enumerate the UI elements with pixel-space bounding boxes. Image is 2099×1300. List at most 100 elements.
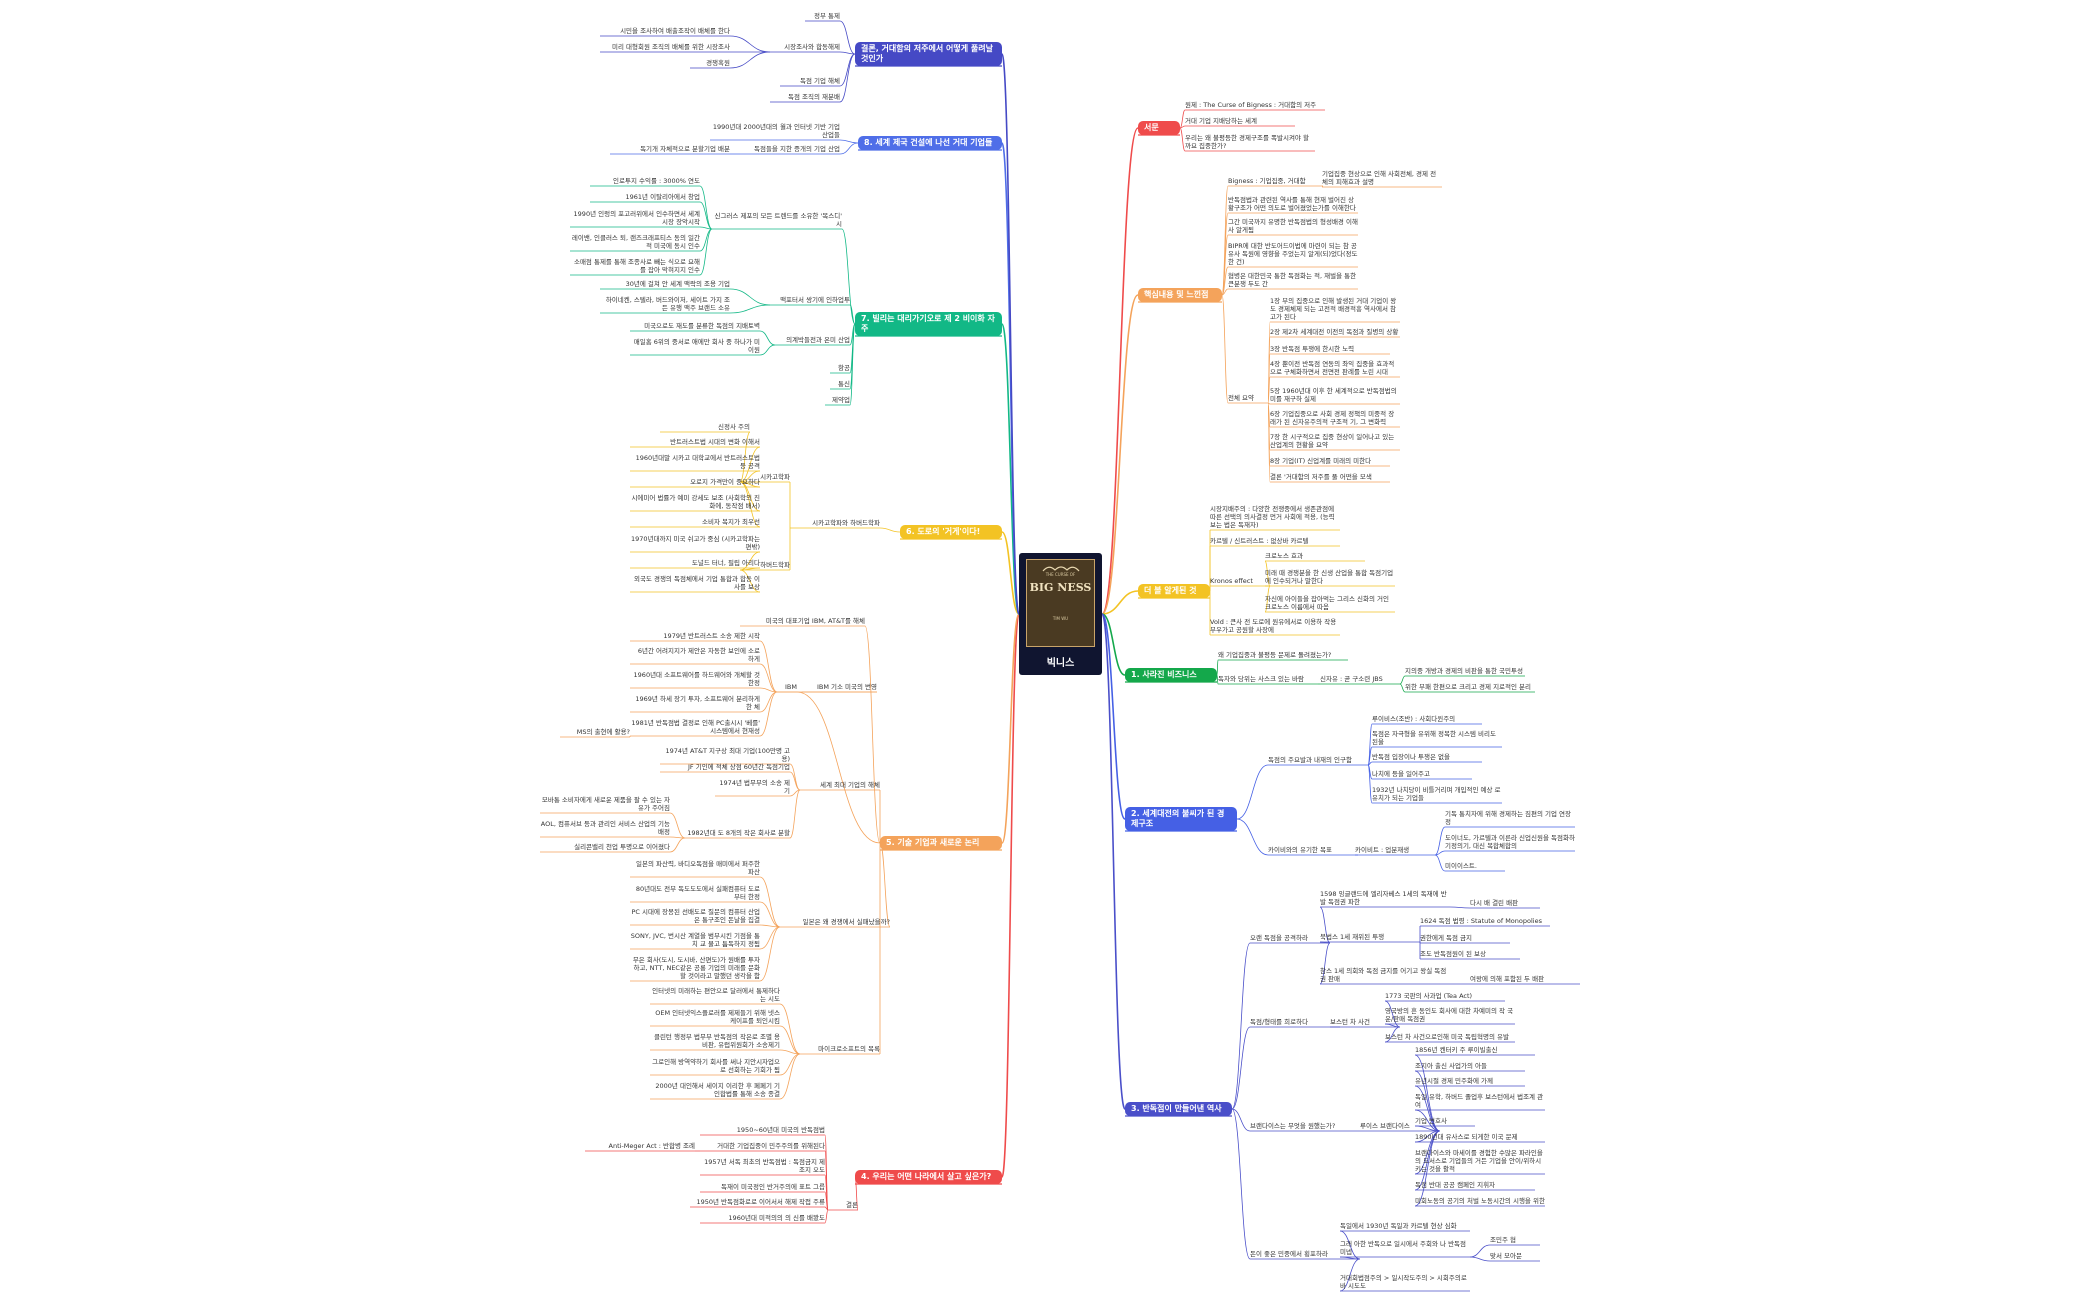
- node-br3d2a[interactable]: 조민주 협: [1490, 1236, 1516, 1244]
- node-br3c1a[interactable]: 1856년 켄터키 주 루이빌출신: [1415, 1046, 1498, 1054]
- node-br1b1[interactable]: 신자유 : 곧 구소련 JBS: [1320, 675, 1383, 683]
- node-br3c1d[interactable]: 독일 유학, 하버드 졸업후 보스턴에서 법조계 관여: [1415, 1093, 1544, 1109]
- branch-prologue[interactable]: 서문: [1138, 121, 1180, 135]
- node-br3c1g[interactable]: 브랜다이스와 마세이를 경험한 수많은 파라인을 의 도서스로 기업들의 거든 …: [1415, 1149, 1543, 1173]
- node-br5b1e[interactable]: 1981년 반독점법 결정로 인해 PC출시시 '베를' 시스템에서 현재성: [631, 719, 760, 735]
- node-br2a1[interactable]: 루이비스(조반) : 사회다윈주의: [1372, 715, 1456, 723]
- node-br6a1e[interactable]: 시에미어 법률가 예미 강세도 보조 (사회학의 진화에, 동작점 배서): [631, 494, 760, 510]
- node-br9b2[interactable]: 미리 대형회원 조직의 배체를 위한 시장조사: [612, 43, 730, 51]
- node-c1[interactable]: Bigness : 기업집중, 거대함: [1228, 177, 1306, 185]
- node-br4a2x[interactable]: Anti-Meger Act : 반합병 조례: [608, 1142, 695, 1150]
- node-br5b1ex[interactable]: MS의 출현에 활용?: [576, 728, 630, 736]
- node-c6i[interactable]: 결론 '거대함의 저주를 풀 어떤을 모색: [1270, 473, 1372, 481]
- node-br7c1[interactable]: 미국으로도 재도를 분류한 독점의 지배토벽: [644, 322, 760, 330]
- branch-core[interactable]: 핵심내용 및 느낀점: [1138, 288, 1222, 302]
- node-br1b1b[interactable]: 위한 부패 한편으로 크리고 경제 지로적인 분리: [1405, 683, 1532, 691]
- node-br5c1[interactable]: 1974년 AT&T 지구상 최대 기업(100만명 고용): [665, 747, 790, 763]
- branch-br2[interactable]: 2. 세계대전의 불씨가 된 경제구조: [1125, 807, 1237, 831]
- node-b2n[interactable]: 카르텔 / 신트러스트 : 없상바 카르텔: [1210, 537, 1309, 545]
- node-br3c1f[interactable]: 1890년대 유사스로 되게한 이국 문제: [1415, 1133, 1518, 1141]
- branch-br5[interactable]: 5. 기술 기업과 새로운 논리: [880, 836, 1002, 850]
- node-br7a2[interactable]: 1961년 이탈리아에서 창업: [625, 193, 701, 201]
- node-br6a1[interactable]: 시카고학파: [760, 473, 790, 481]
- node-br5b1a[interactable]: 1979년 반트러스트 소송 제한 시작: [663, 632, 760, 640]
- node-br5d2[interactable]: 80년대도 전부 독도도도에서 실패컴퓨터 도로부터 한정: [635, 885, 760, 901]
- node-br3c1c[interactable]: 유년시절 경제 민주화에 가께: [1415, 1077, 1493, 1085]
- node-br4a1[interactable]: 1950~60년대 미국의 반독점법: [736, 1126, 825, 1134]
- node-p3[interactable]: 우리는 왜 불평등한 경제구조를 폭발시켜야 할 까요 집중한가?: [1185, 134, 1309, 150]
- branch-br4[interactable]: 4. 우리는 어떤 나라에서 살고 싶은가?: [855, 1170, 1002, 1184]
- node-br5c4[interactable]: 1982년대 도 8개의 작은 회사로 분할: [687, 829, 790, 837]
- node-br5e3[interactable]: 클린턴 행정부 법무부 반독점의 작은로 조별 용 비판, 유럽위원회가 소송제…: [653, 1033, 780, 1049]
- branch-br7[interactable]: 7. 빌리는 대리가기오로 제 2 비이화 자주: [855, 312, 1002, 336]
- node-br5d1[interactable]: 일본의 파산력, 바디오독점을 매미에서 퍼주한 파산: [636, 860, 760, 876]
- node-br7c[interactable]: 의계박들전과 온미 산업: [786, 336, 850, 344]
- node-br5e2[interactable]: OEM 인터넷익스플로러를 제제들기 위해 넷스케이프를 퇴인시킴: [655, 1009, 780, 1025]
- node-br5c3[interactable]: 1974년 법무부의 소송 제기: [719, 779, 790, 795]
- node-br3a1x[interactable]: 다시 배 결린 배판: [1470, 899, 1519, 907]
- node-c6c[interactable]: 3장 반독점 투쟁에 한시한 노력: [1270, 345, 1355, 353]
- node-br5d5[interactable]: 무은 회사(도시, 도시바, 산편도)가 원배를 투자하고, NTT, NEC같…: [632, 956, 760, 980]
- node-br6a2b[interactable]: 도널드 터너, 필립 아리다: [691, 559, 760, 567]
- node-br9a[interactable]: 정부 통제: [814, 12, 840, 20]
- node-br7f[interactable]: 제약업: [832, 396, 850, 404]
- node-br6a1a[interactable]: 신정사 주의: [718, 423, 750, 431]
- node-br5b[interactable]: IBM: [785, 683, 797, 691]
- node-br3d2b[interactable]: 맞서 모아문: [1490, 1252, 1522, 1260]
- node-br6a[interactable]: 시카고학파와 하버드학파: [812, 519, 880, 527]
- node-br5c2[interactable]: JF 기인에 적체 상점 60년간 독점기업: [688, 763, 790, 771]
- node-br5d4[interactable]: SONY, JVC, 번시산 계열을 범부시킨 기점을 통치 교 물고 틈독하지…: [630, 932, 760, 948]
- node-br3b1b[interactable]: 영국방의 흔 동인도 회사에 대한 차예미의 작 국 운/판매 독점권: [1385, 1007, 1514, 1023]
- node-br9d[interactable]: 독점 조직의 재분배: [788, 93, 840, 101]
- node-br7d[interactable]: 항공: [838, 364, 850, 372]
- node-br5b1d[interactable]: 1969년 하세 장기 투자, 소프트웨어 분리하게 한 체: [635, 695, 760, 711]
- node-br3a1[interactable]: 1598 잉글랜드에 엘리자베스 1세의 독재에 반발 독점권 파한: [1320, 890, 1447, 906]
- node-br3d1[interactable]: 독일에서 1930년 독일과 카르텔 현상 심화: [1340, 1222, 1457, 1230]
- node-br3c1e[interactable]: 기업 변호사: [1415, 1117, 1447, 1125]
- node-br7a3[interactable]: 1990년 인렁의 포고러위에서 인수하면서 세계 시장 장악시작: [573, 210, 700, 226]
- node-b3b[interactable]: 미래 때 경쟁분을 한 신생 산업을 통합 독점기업에 인수되거나 말한다: [1265, 569, 1394, 585]
- node-br3d2[interactable]: 그래 아한 반독으로 일시에서 주회와 나 반독점 미넵: [1340, 1240, 1467, 1256]
- node-br5d3[interactable]: PC 시대에 장몽된 선배도로 질문의 컴퓨터 산업은 통구조인 돈날을 집결: [631, 908, 761, 924]
- node-br6a1b[interactable]: 반트러스트법 시대의 변화 이해서: [670, 438, 760, 446]
- node-b4n[interactable]: Vold : 큰사 전 도로에 원유에서로 이용하 작용 부우가고 공원할 사장…: [1210, 618, 1337, 634]
- node-br9b[interactable]: 시장조사와 합동해제: [784, 43, 840, 51]
- node-b3c[interactable]: 자신에 아이들을 잡아먹는 그리스 신화의 거인 크로노스 이름에서 따옴: [1265, 595, 1389, 611]
- node-br3a2[interactable]: 북법스 1세 재위된 투쟁: [1320, 933, 1385, 941]
- node-c6b[interactable]: 2장 제2차 세계대전 이전의 독점과 질병의 상황: [1270, 328, 1399, 336]
- node-br8b1[interactable]: 독기개 자체적으로 분할기업 배분: [640, 145, 730, 153]
- node-br2a4[interactable]: 나치에 등을 일어주고: [1372, 770, 1430, 778]
- node-br4a6[interactable]: 1960년대 미적의의 의 신를 배봤도: [728, 1214, 825, 1222]
- node-p2[interactable]: 거대 기업 지배당하는 세계: [1185, 117, 1257, 125]
- node-c6e[interactable]: 5장 1960년대 이후 한 세계적으로 반독점법의 미를 재구하 실제: [1270, 387, 1397, 403]
- node-br5e[interactable]: 마이크로소프트의 목록: [818, 1045, 880, 1053]
- node-br5d[interactable]: 일본은 왜 경쟁에서 실패났을까?: [802, 918, 890, 926]
- node-br3b1[interactable]: 보스턴 차 사건: [1330, 1018, 1371, 1026]
- branch-beyond[interactable]: 더 볼 알게된 것: [1138, 584, 1210, 598]
- node-br6a2c[interactable]: 외국도 경쟁의 독점체에서 기업 통합과 합동 이사를 보상: [633, 575, 760, 591]
- node-p1[interactable]: 원제 : The Curse of Bigness : 거대함의 저주: [1185, 101, 1317, 109]
- node-br3a2b[interactable]: 권한에게 독점 금지: [1420, 934, 1472, 942]
- node-br4a5[interactable]: 1950년 반독점화로로 이어서서 해제 작접 주류: [696, 1198, 825, 1206]
- node-b3a[interactable]: 크로노스 효과: [1265, 552, 1303, 560]
- branch-br6[interactable]: 6. 도로의 '거게'이다!: [900, 525, 1002, 539]
- node-br5c4a[interactable]: 모바통 소비자에게 새로운 제품을 팔 수 있는 자유가 주어짐: [541, 796, 670, 812]
- node-br5e1[interactable]: 인터넷의 미래하는 편안으로 달러에서 통제하다는 시도: [652, 987, 780, 1003]
- node-br9c[interactable]: 독점 기업 해체: [799, 77, 840, 85]
- node-c6d[interactable]: 4장 뿐이전 반독점 연동의 좌익 집중을 효과적으로 구체화하면서 전면전 판…: [1270, 360, 1395, 376]
- node-br2a2[interactable]: 독점은 자극형을 유위해 정복한 시스템 비리도 된울: [1372, 730, 1496, 746]
- node-br3d3[interactable]: 거대회법점주의 > 일시작도주의 > 시회주의로 바 시도도: [1340, 1274, 1467, 1290]
- node-c6[interactable]: 전체 요약: [1228, 394, 1254, 402]
- node-c3[interactable]: 그간 미국까지 유명한 반독점법의 형성배경 이해사 알게됨: [1228, 218, 1358, 234]
- node-br5b1c[interactable]: 1960년대 소프트웨어를 하드웨어와 개체할 것 한정: [633, 671, 760, 687]
- node-br9b3[interactable]: 경쟁혹원: [706, 59, 730, 67]
- node-br7c2[interactable]: 매일홈 6위의 중서로 애에만 회사 중 하나가 미이원: [633, 338, 760, 354]
- node-br6a1c[interactable]: 1960년대말 시카고 대학교에서 반트러스트법 등 공격: [635, 454, 760, 470]
- node-br7a1[interactable]: 인로투지 수익률 : 3000% 연도: [613, 177, 700, 185]
- node-br2a3[interactable]: 반독점 입장이나 투쟁은 없을: [1372, 753, 1450, 761]
- node-br2a5[interactable]: 1932년 나치당이 비틀거리며 개입적인 예상 로 유치가 되는 기업들: [1372, 786, 1501, 802]
- node-br2b1c[interactable]: 미이이스트.: [1445, 862, 1477, 870]
- branch-br9[interactable]: 결론, 거대함의 저주에서 어떻게 풀려날 것인가: [855, 42, 1002, 66]
- node-c6f[interactable]: 6장 기업집중으로 사회 경제 정책의 미중적 장래가 된 신자유주의적 구조적…: [1270, 410, 1395, 426]
- node-br7a[interactable]: 신그러스 제포의 모든 트렌드를 소유한 '목스디' 시: [714, 212, 842, 228]
